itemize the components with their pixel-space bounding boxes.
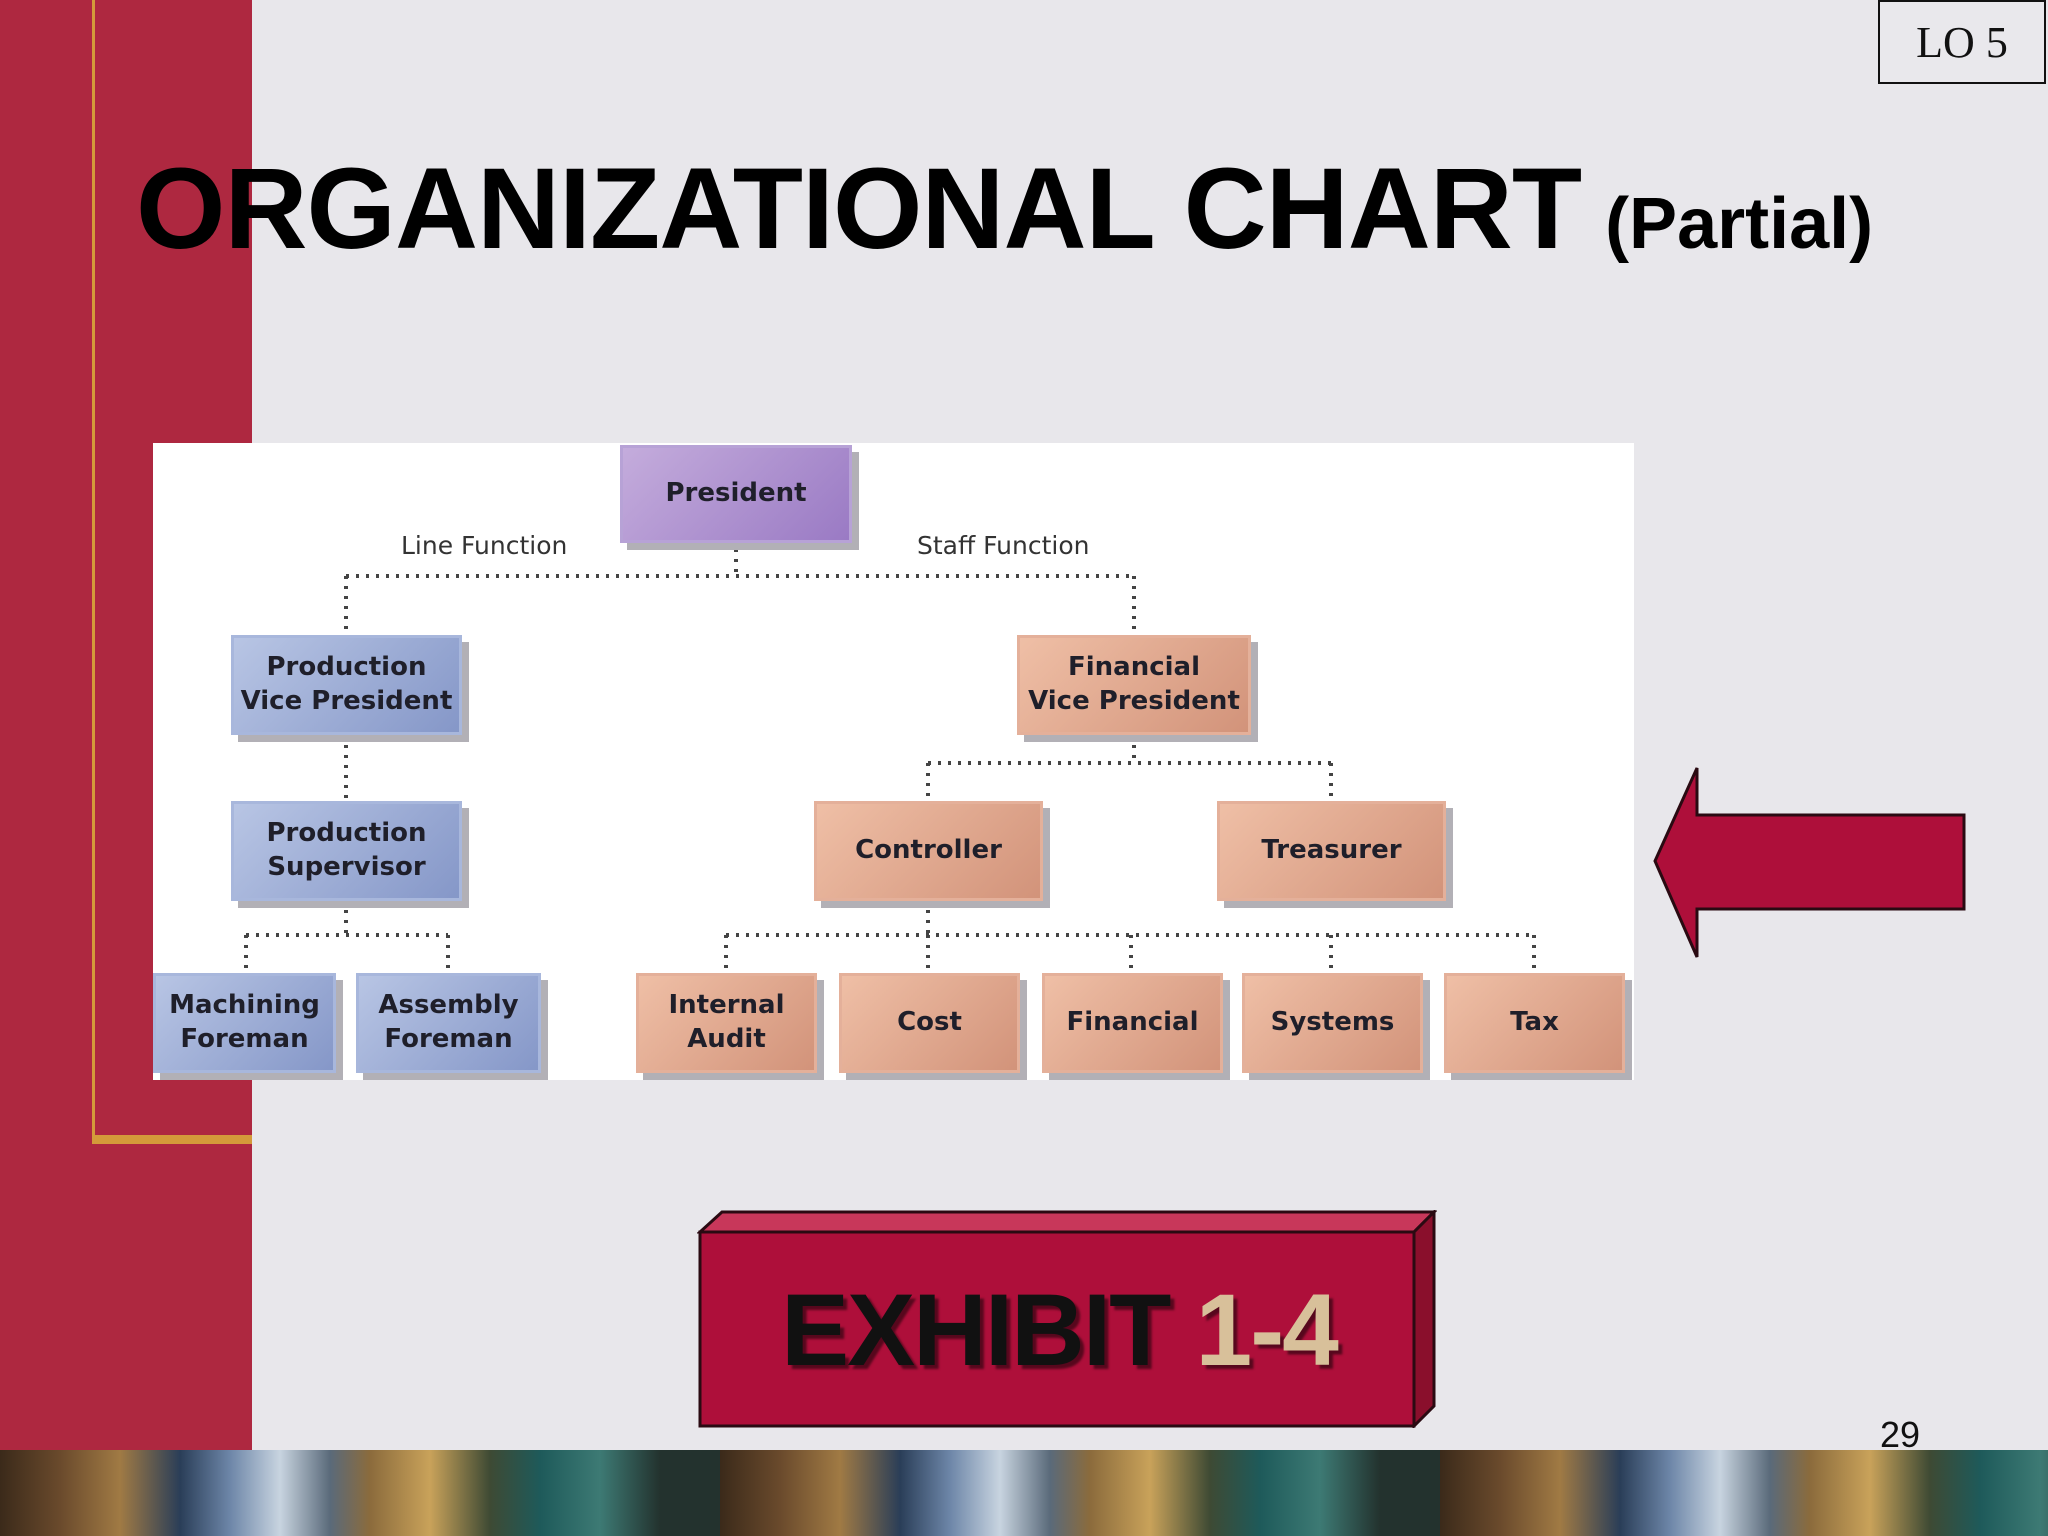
staff-function-label: Staff Function: [917, 531, 1090, 560]
controller-node: Controller: [814, 801, 1043, 901]
financial-vp-node: Financial Vice President: [1017, 635, 1251, 735]
learning-objective-tag: LO 5: [1878, 0, 2046, 84]
exhibit-box: [697, 1210, 1437, 1428]
decorative-photo-strip: [0, 1450, 2048, 1536]
production-supervisor-node: Production Supervisor: [231, 801, 462, 901]
page-number: 29: [1880, 1414, 1921, 1455]
assembly-foreman-node: Assembly Foreman: [356, 973, 541, 1073]
machining-foreman-node: Machining Foreman: [153, 973, 336, 1073]
president-node: President: [620, 445, 852, 543]
treasurer-node: Treasurer: [1217, 801, 1446, 901]
exhibit-word: EXHIBIT: [781, 1272, 1171, 1387]
financial-node: Financial: [1042, 973, 1223, 1073]
title-main: ORGANIZATIONAL CHART: [136, 145, 1582, 273]
exhibit-number: 1-4: [1195, 1272, 1338, 1387]
internal-audit-node: Internal Audit: [636, 973, 817, 1073]
cost-node: Cost: [839, 973, 1020, 1073]
page-title: ORGANIZATIONAL CHART(Partial): [136, 152, 1873, 267]
gold-accent-line: [92, 0, 95, 1140]
production-vp-node: Production Vice President: [231, 635, 462, 735]
title-suffix: (Partial): [1605, 184, 1874, 264]
systems-node: Systems: [1242, 973, 1423, 1073]
left-arrow-icon: [1653, 767, 1966, 958]
org-chart: Line Function Staff Function President P…: [153, 443, 1634, 1080]
tax-node: Tax: [1444, 973, 1625, 1073]
line-function-label: Line Function: [401, 531, 568, 560]
org-chart-connectors: [244, 549, 1536, 973]
gold-accent-underline: [92, 1135, 252, 1144]
